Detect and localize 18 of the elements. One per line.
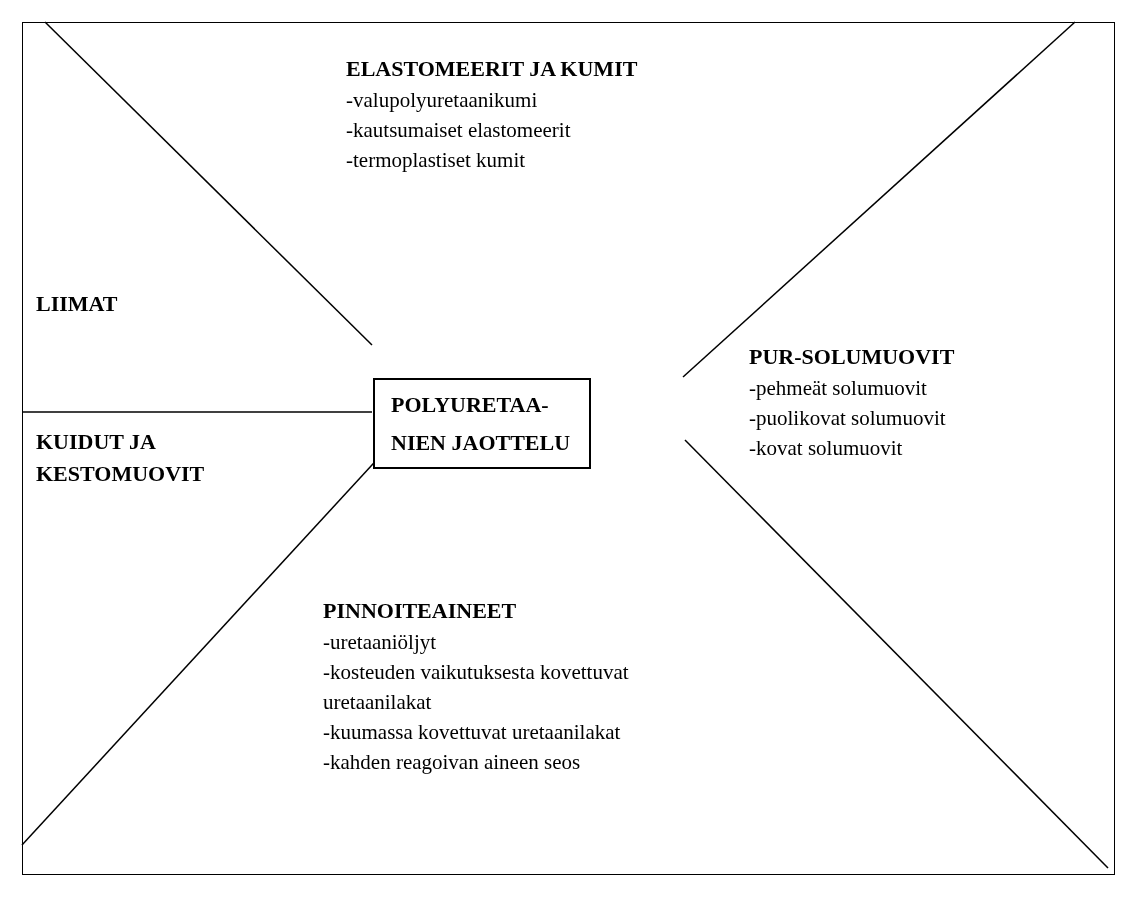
list-item: -kahden reagoivan aineen seos — [323, 749, 582, 776]
list-item: -kosteuden vaikutuksesta kovettuvat uretaanilakat — [323, 659, 630, 716]
center-title: POLYURETAA- NIEN JAOTTELU — [391, 391, 572, 457]
list-item: -puolikovat solumuovit — [749, 405, 947, 432]
list-item: -pehmeät solumuovit — [749, 375, 928, 402]
category-heading: PINNOITEAINEET — [323, 597, 518, 625]
category-heading: PUR-SOLUMUOVIT — [749, 343, 956, 371]
list-item: -kuumassa kovettuvat uretaanilakat — [323, 719, 622, 746]
list-item: -uretaaniöljyt — [323, 629, 438, 656]
category-heading: LIIMAT — [36, 290, 119, 318]
category-heading: KUIDUT JA KESTOMUOVIT — [36, 428, 206, 488]
list-item: -termoplastiset kumit — [346, 147, 527, 174]
list-item: -kautsumaiset elastomeerit — [346, 117, 572, 144]
frame-box — [22, 22, 1115, 875]
list-item: -kovat solumuovit — [749, 435, 904, 462]
list-item: -valupolyuretaanikumi — [346, 87, 539, 114]
category-heading: ELASTOMEERIT JA KUMIT — [346, 55, 639, 83]
center-box — [373, 378, 591, 469]
